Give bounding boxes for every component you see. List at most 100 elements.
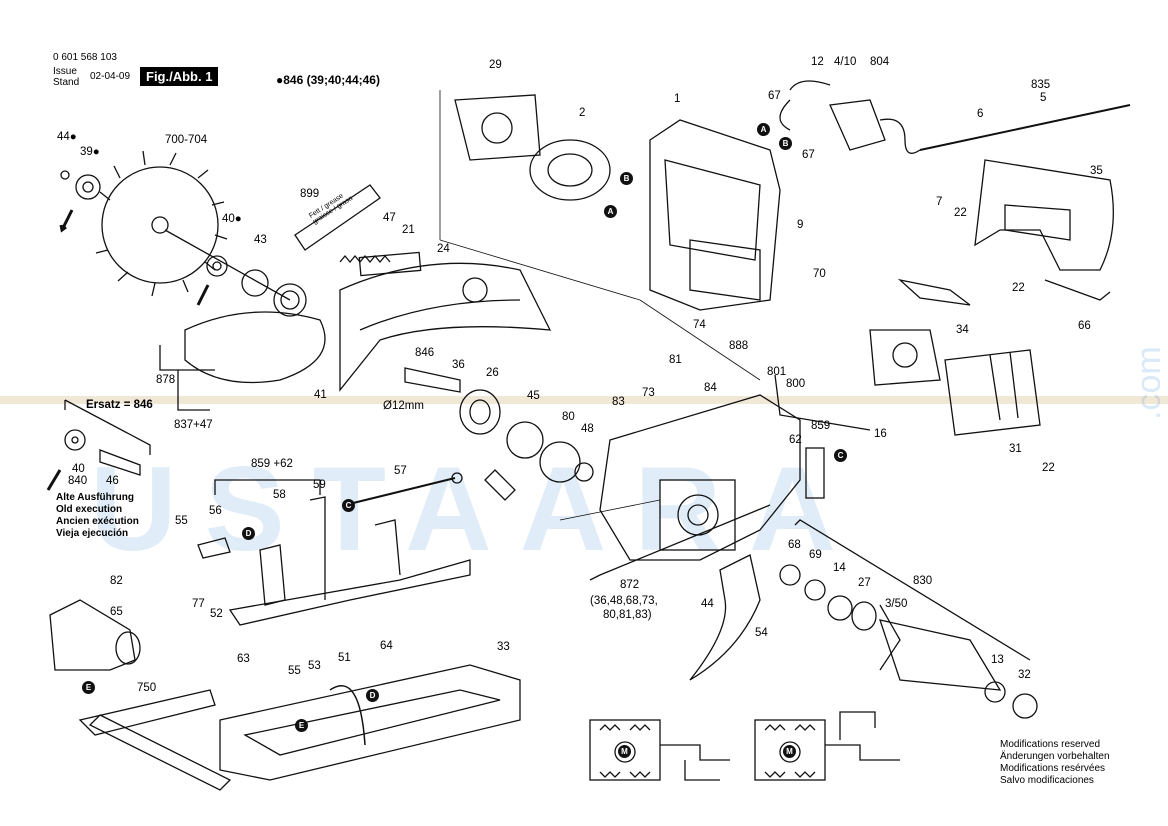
part-number: 0 601 568 103 [53,52,117,63]
marker-c-2: C [342,499,355,512]
label-48: 48 [581,423,594,435]
label-56: 56 [209,505,222,517]
label-83: 83 [612,396,625,408]
saw-blade [95,150,228,297]
issue-date: 02-04-09 [90,71,131,82]
label-54: 54 [755,627,768,639]
issue-label: Issue [53,66,77,77]
label-65: 65 [110,606,123,618]
label-859: 859 [811,420,831,432]
label-13: 13 [991,654,1004,666]
label-21: 21 [402,224,415,236]
label-29: 29 [489,59,502,71]
label-32: 32 [1018,669,1031,681]
label-24: 24 [437,243,450,255]
label-77: 77 [192,598,205,610]
label-840: 840 [68,475,88,487]
label-872: 872 [620,579,640,591]
label-872-sub-1: (36,48,68,73, [590,595,658,607]
motor-symbol-2: M [783,745,796,758]
label-36: 36 [452,359,465,371]
label-57: 57 [394,465,407,477]
label-51: 51 [338,652,351,664]
label-74: 74 [693,319,706,331]
label-64: 64 [380,640,393,652]
label-22-b: 22 [1012,282,1025,294]
marker-d-1: D [242,527,255,540]
label-53: 53 [308,660,321,672]
label-872-sub-2: 80,81,83) [603,609,652,621]
label-859-62: 859 +62 [251,458,293,470]
label-67-a: 67 [768,90,781,102]
label-46: 46 [106,475,119,487]
label-5: 5 [1040,92,1047,104]
label-66: 66 [1078,320,1091,332]
label-59: 59 [313,479,326,491]
label-82: 82 [110,575,123,587]
label-73: 73 [642,387,655,399]
label-12mm: Ø12mm [383,400,424,412]
marker-a-2: A [757,123,770,136]
ersatz-label: Ersatz = 846 [86,399,153,411]
label-34: 34 [956,324,969,336]
old-execution-note: Alte Ausführung Old execution Ancien exé… [56,492,139,540]
old-execution-es: Vieja ejecución [56,528,129,539]
label-33: 33 [497,641,510,653]
old-execution-en: Old execution [56,504,123,515]
marker-d-2: D [366,689,379,702]
label-63: 63 [237,653,250,665]
label-830: 830 [913,575,933,587]
label-800: 800 [786,378,806,390]
label-55-b: 55 [288,665,301,677]
label-4-10: 4/10 [834,56,857,68]
label-16: 16 [874,428,887,440]
label-39: 39● [80,146,100,158]
label-9: 9 [797,219,804,231]
label-888: 888 [729,340,749,352]
label-44-b: 44 [701,598,714,610]
modifications-de: Änderungen vorbehalten [1000,751,1110,762]
label-6: 6 [977,108,984,120]
label-22-a: 22 [954,207,967,219]
marker-c-1: C [834,449,847,462]
modifications-en: Modifications reserved [1000,739,1101,750]
label-62: 62 [789,434,802,446]
marker-b-1: B [620,172,633,185]
label-750: 750 [137,682,157,694]
label-41: 41 [314,389,327,401]
label-44-a: 44● [57,131,77,143]
label-801: 801 [767,366,787,378]
label-804: 804 [870,56,890,68]
label-70: 70 [813,268,826,280]
label-899: 899 [300,188,320,200]
label-43: 43 [254,234,267,246]
marker-e-1: E [82,681,95,694]
modifications-note: Modifications reserved Änderungen vorbeh… [1000,739,1110,787]
header-note: ●846 (39;40;44;46) [276,73,380,87]
label-3-50: 3/50 [885,598,908,610]
motor-symbol-1: M [618,745,631,758]
marker-a-1: A [604,205,617,218]
label-45: 45 [527,390,540,402]
label-40-b: 40 [72,463,85,475]
label-68: 68 [788,539,801,551]
label-878: 878 [156,374,176,386]
label-700-704: 700-704 [165,134,208,146]
stand-label: Stand [53,77,80,88]
old-execution-fr: Ancien exécution [56,516,139,527]
label-69: 69 [809,549,822,561]
label-80: 80 [562,411,575,423]
label-67-b: 67 [802,149,815,161]
modifications-fr: Modifications resérvées [1000,763,1106,774]
label-47: 47 [383,212,396,224]
label-22-c: 22 [1042,462,1055,474]
label-846-a: 846 [415,347,435,359]
label-1: 1 [674,93,681,105]
label-14: 14 [833,562,846,574]
figure-label: Fig./Abb. 1 [140,67,219,86]
label-27: 27 [858,577,871,589]
label-40-a: 40● [222,213,242,225]
label-31: 31 [1009,443,1022,455]
label-58: 58 [273,489,286,501]
